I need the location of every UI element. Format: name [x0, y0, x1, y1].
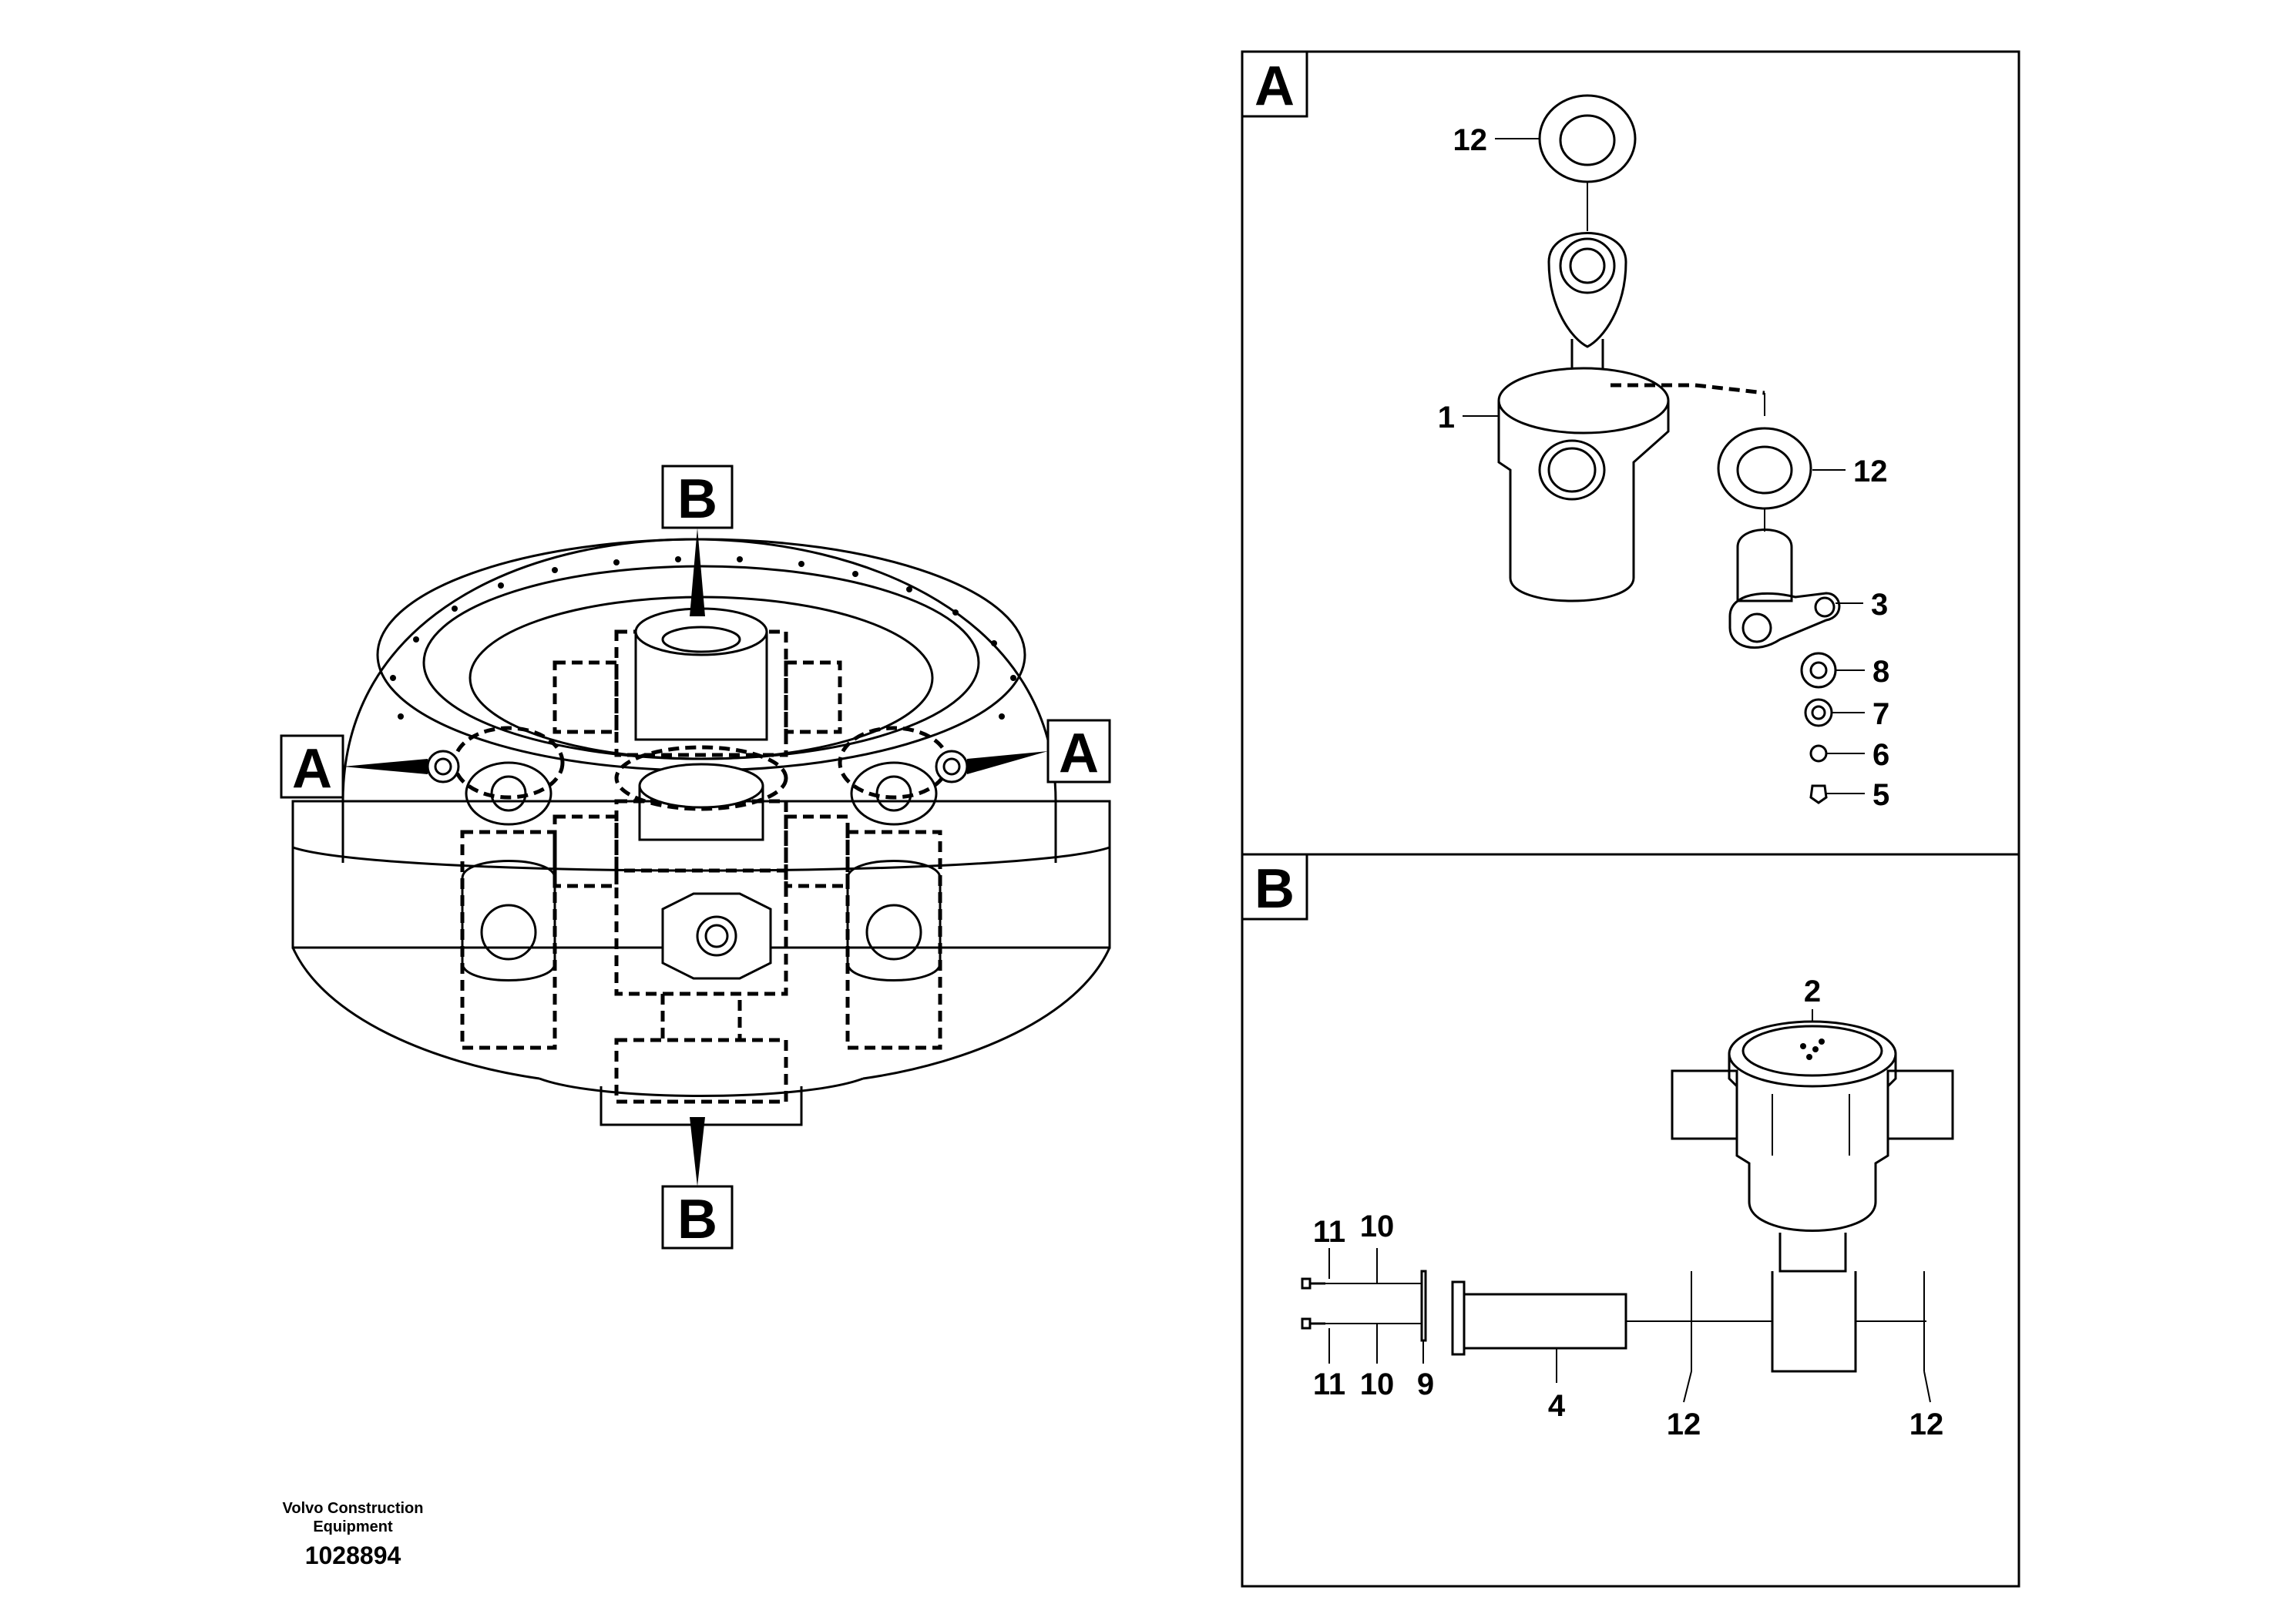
callout-a-left-pointer — [343, 759, 428, 774]
panel-a-part-1: 1 — [1438, 401, 1455, 435]
part-10-washers — [1325, 1283, 1422, 1324]
callout-b-bottom[interactable]: B — [661, 1117, 734, 1250]
part-5-screw — [1809, 784, 1828, 804]
panel-a-part-7: 7 — [1872, 697, 1889, 731]
brand-line-2: Equipment — [313, 1518, 393, 1535]
part-6-nut — [1809, 744, 1828, 763]
callout-b-bottom-pointer — [690, 1117, 705, 1186]
part-7-washer — [1804, 698, 1833, 727]
callout-b-top[interactable]: B — [661, 465, 734, 616]
panel-b-part-10-bottom: 10 — [1360, 1367, 1395, 1401]
panel-b-part-11-bottom: 11 — [1313, 1367, 1345, 1401]
detail-panel-b: B — [1241, 853, 2020, 1588]
panel-b-label: B — [1254, 858, 1295, 920]
part-1-cylinder — [1497, 232, 1670, 602]
panel-b-part-11-top: 11 — [1313, 1215, 1345, 1249]
callout-a-right-pointer — [967, 751, 1048, 774]
flange-bolt-holes — [390, 556, 1016, 720]
panel-a-part-6: 6 — [1872, 738, 1889, 772]
part-4-sleeve — [1451, 1280, 1627, 1356]
svg-text:A: A — [1059, 723, 1099, 784]
part-3-speed-sensor — [1728, 528, 1841, 649]
callout-b-top-pointer — [690, 528, 705, 616]
panel-a-part-8: 8 — [1872, 655, 1889, 689]
part-9-plate — [1420, 1270, 1427, 1342]
panel-a-part-12-top: 12 — [1453, 123, 1488, 157]
panel-b-part-12-right: 12 — [1909, 1408, 1944, 1441]
svg-text:B: B — [677, 468, 717, 530]
part-12-seal-top — [1538, 94, 1637, 183]
brand-line-1: Volvo Construction — [283, 1500, 424, 1517]
panel-b-part-10-top: 10 — [1360, 1210, 1395, 1243]
part-11-bolts — [1301, 1277, 1325, 1330]
panel-b-part-4: 4 — [1548, 1389, 1566, 1423]
panel-a-label: A — [1254, 55, 1295, 117]
part-12-seal-right — [1717, 427, 1812, 510]
panel-b-part-9: 9 — [1417, 1367, 1434, 1401]
panel-a-part-5: 5 — [1872, 778, 1889, 812]
svg-text:B: B — [677, 1189, 717, 1250]
panel-b-part-12-left: 12 — [1667, 1408, 1701, 1441]
panel-b-part-2: 2 — [1804, 975, 1821, 1008]
document-number: 1028894 — [305, 1542, 401, 1569]
overview-assembly-drawing — [291, 538, 1111, 1126]
panel-a-part-12-right: 12 — [1853, 455, 1888, 488]
callout-a-right[interactable]: A — [967, 719, 1111, 784]
svg-text:A: A — [292, 738, 332, 800]
panel-a-part-3: 3 — [1871, 588, 1888, 622]
callout-a-left[interactable]: A — [280, 734, 428, 800]
part-2-motor — [1671, 1020, 1954, 1373]
part-8-washer — [1800, 652, 1837, 689]
detail-panel-a: A — [1241, 50, 2020, 856]
